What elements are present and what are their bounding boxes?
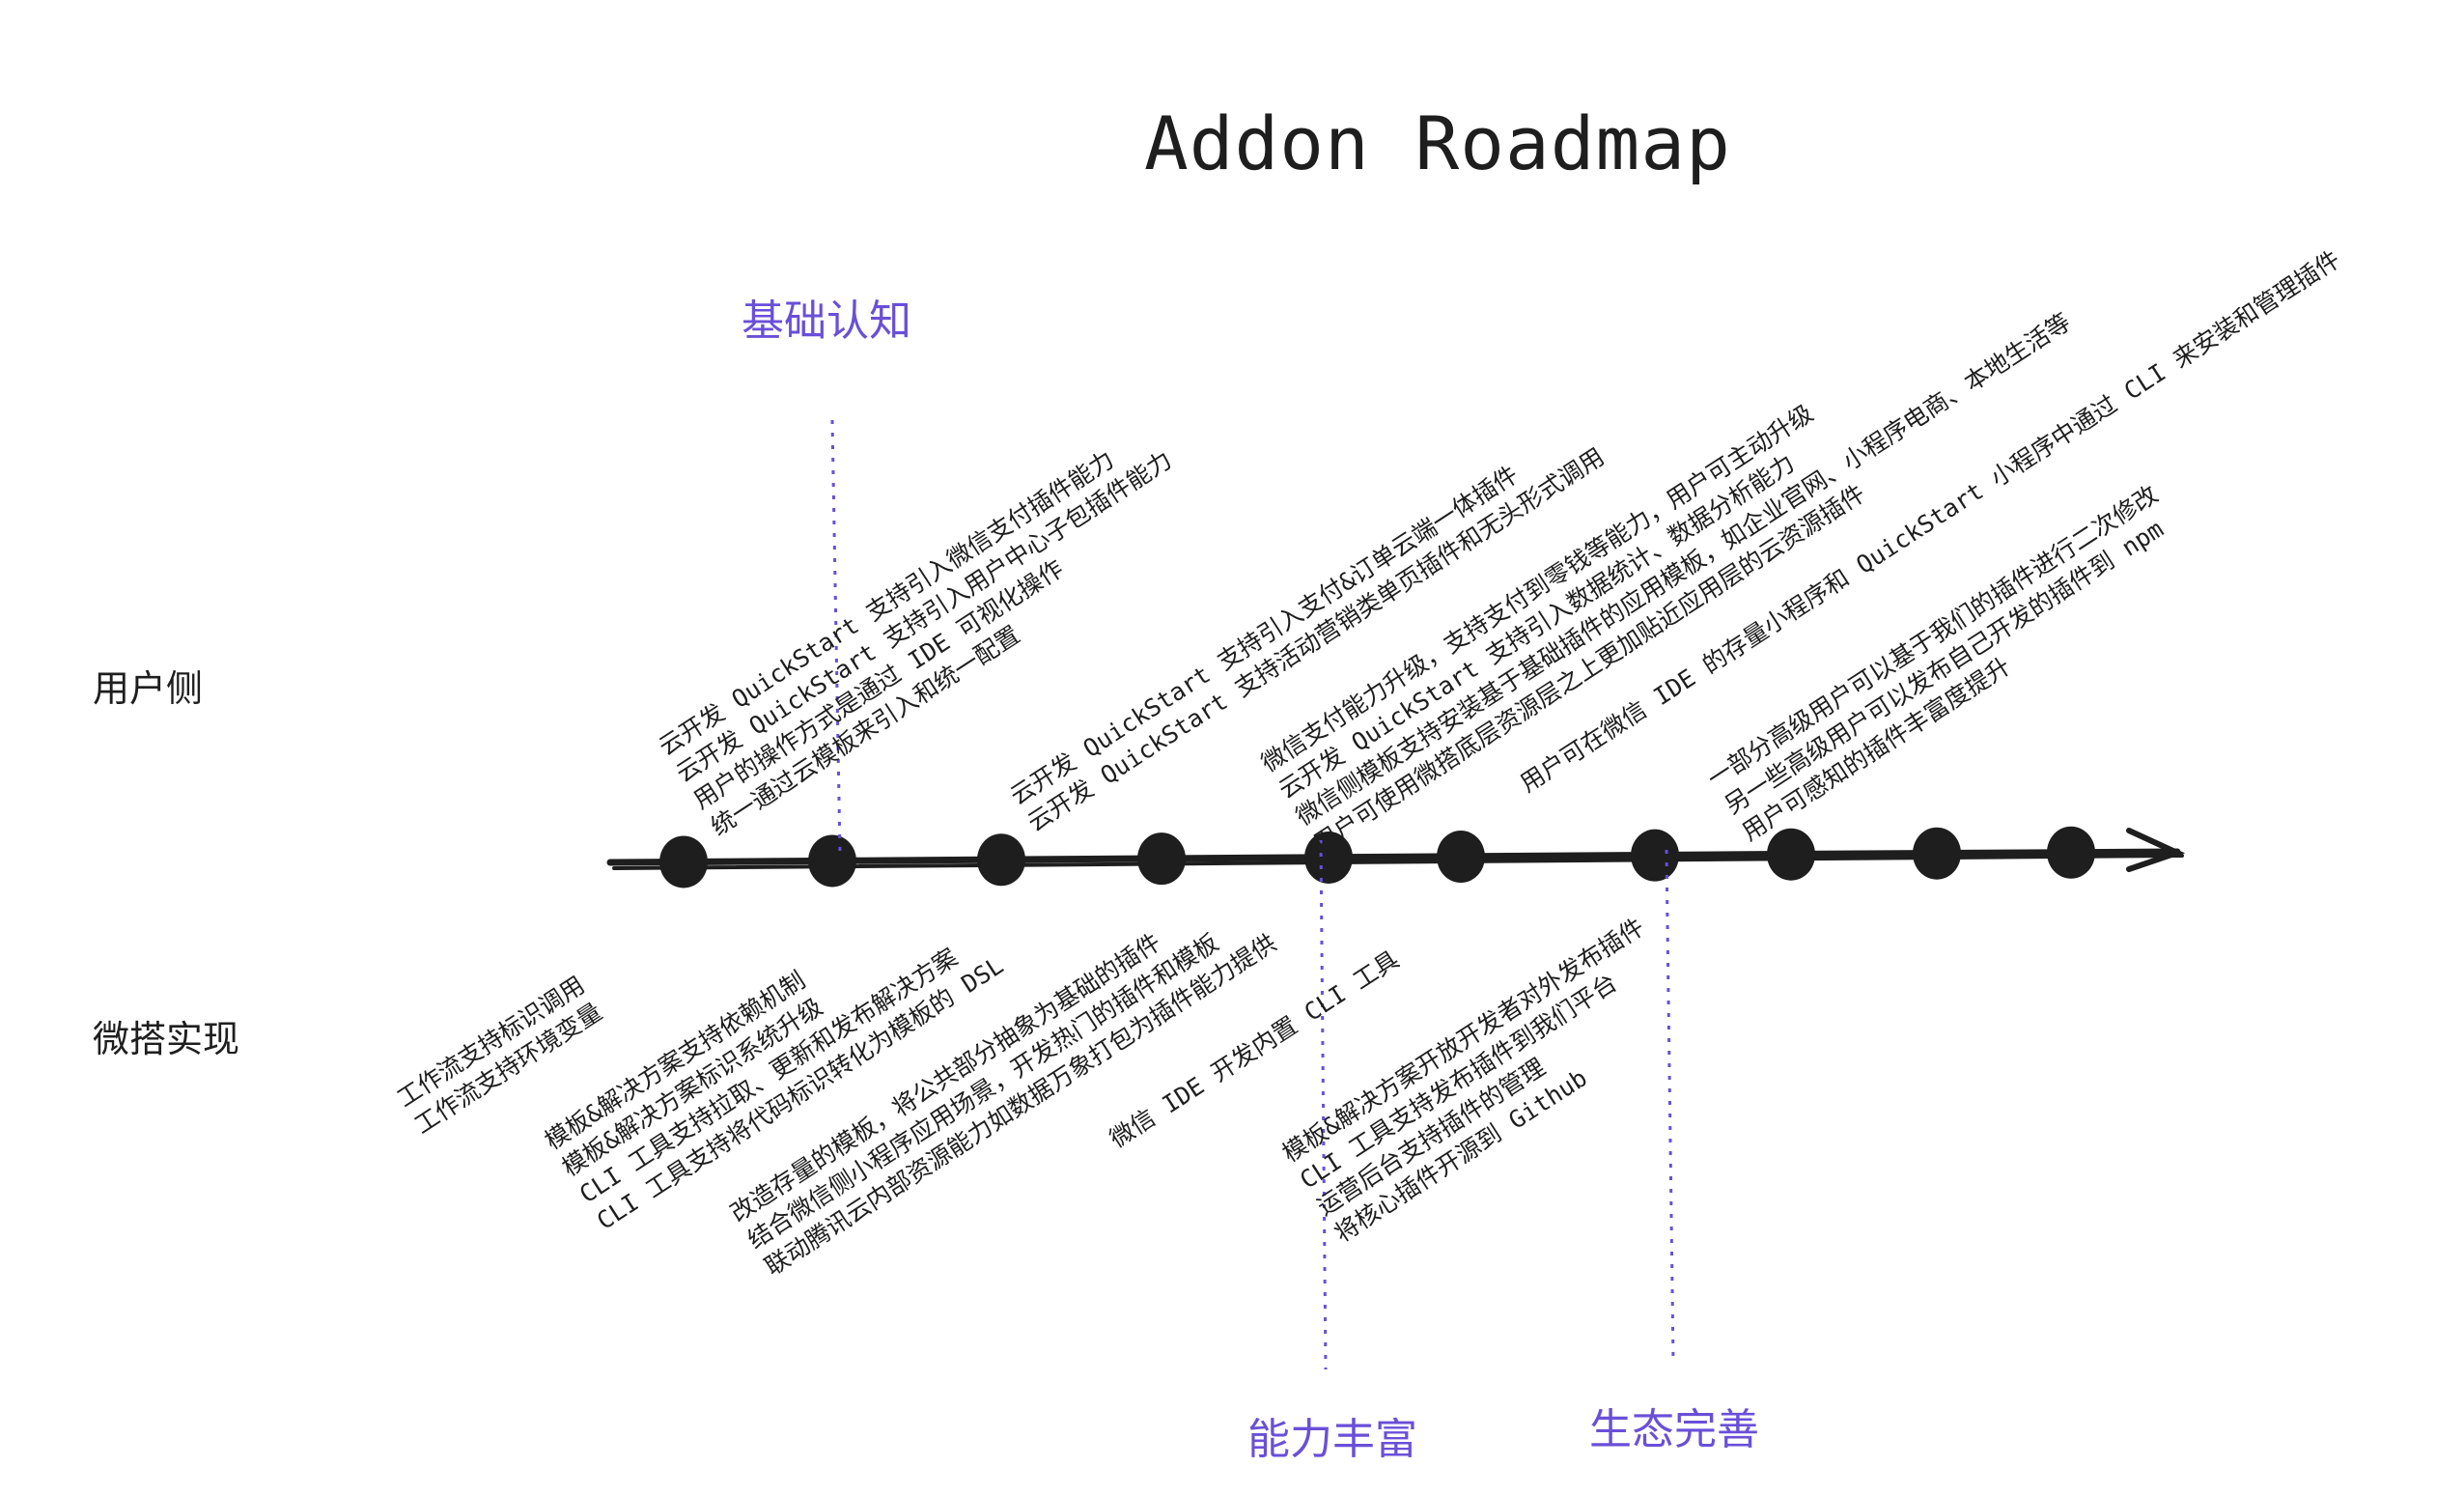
- milestone-dot: [2047, 826, 2095, 879]
- milestone-dot: [1631, 829, 1679, 882]
- side-label-platform: 微搭实现: [93, 1018, 240, 1060]
- milestone-dot: [1304, 831, 1353, 884]
- arrow-head-icon: [2126, 828, 2186, 872]
- phase-label-ecosystem: 生态完善: [1589, 1405, 1759, 1454]
- phase-marker-capability: [1319, 839, 1328, 1370]
- milestone-dot: [977, 833, 1025, 887]
- milestone-dot: [1913, 827, 1961, 880]
- milestone-dot: [1767, 828, 1815, 881]
- phase-markers: [830, 419, 1675, 1370]
- milestone-dot: [1437, 831, 1485, 884]
- page-title: Addon Roadmap: [1144, 100, 1731, 186]
- milestone-dot: [659, 835, 708, 889]
- milestone-dot: [1137, 832, 1186, 886]
- milestone-group: [659, 826, 2095, 889]
- milestone-dot: [808, 834, 856, 888]
- phase-marker-ecosystem: [1665, 849, 1675, 1363]
- phase-label-basic: 基础认知: [742, 296, 911, 346]
- side-label-user: 用户侧: [93, 667, 204, 710]
- phase-label-capability: 能力丰富: [1247, 1415, 1417, 1464]
